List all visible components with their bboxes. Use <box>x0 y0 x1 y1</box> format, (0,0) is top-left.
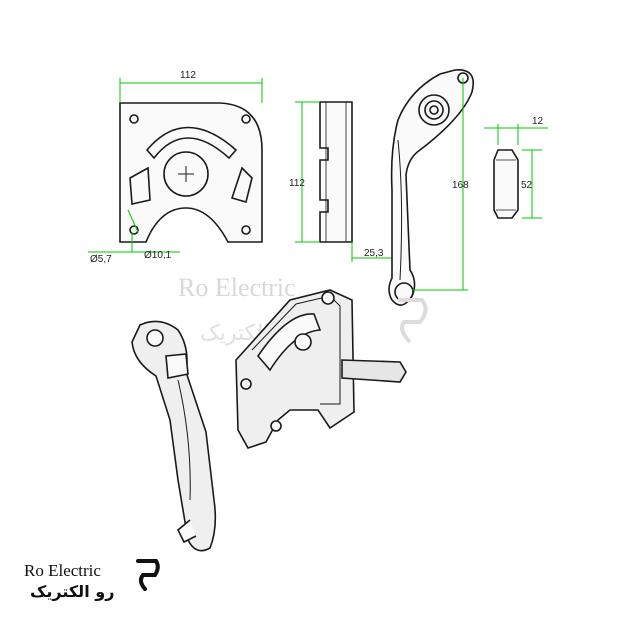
bar-height-label: 52 <box>521 180 533 191</box>
brand-logo-icon <box>136 559 160 591</box>
side-view-profile <box>319 101 353 243</box>
brand-name-fa: رو الکتریک <box>30 582 115 601</box>
watermark-text-en: Ro Electric <box>178 273 296 302</box>
plate-height-label: 112 <box>289 178 305 189</box>
hole-small-label: Ø5,7 <box>90 254 112 265</box>
crank-dimension-lines <box>412 78 468 291</box>
plate-dimension-lines <box>88 78 263 253</box>
depth-label: 25,3 <box>364 248 384 259</box>
crank-length-label: 168 <box>452 180 469 191</box>
plate-width-label: 112 <box>180 70 196 81</box>
mounting-plate <box>119 102 263 243</box>
watermark-logo <box>398 298 428 344</box>
bar-dimension-lines <box>484 124 548 219</box>
square-bar-section <box>493 149 519 219</box>
gearbox-housing-iso <box>235 289 407 449</box>
crank-handle-front <box>388 69 474 306</box>
crank-handle-iso <box>131 320 217 552</box>
brand-name-en: Ro Electric <box>24 561 101 580</box>
bar-width-label: 12 <box>532 116 544 127</box>
hole-large-label: Ø10,1 <box>144 250 172 261</box>
